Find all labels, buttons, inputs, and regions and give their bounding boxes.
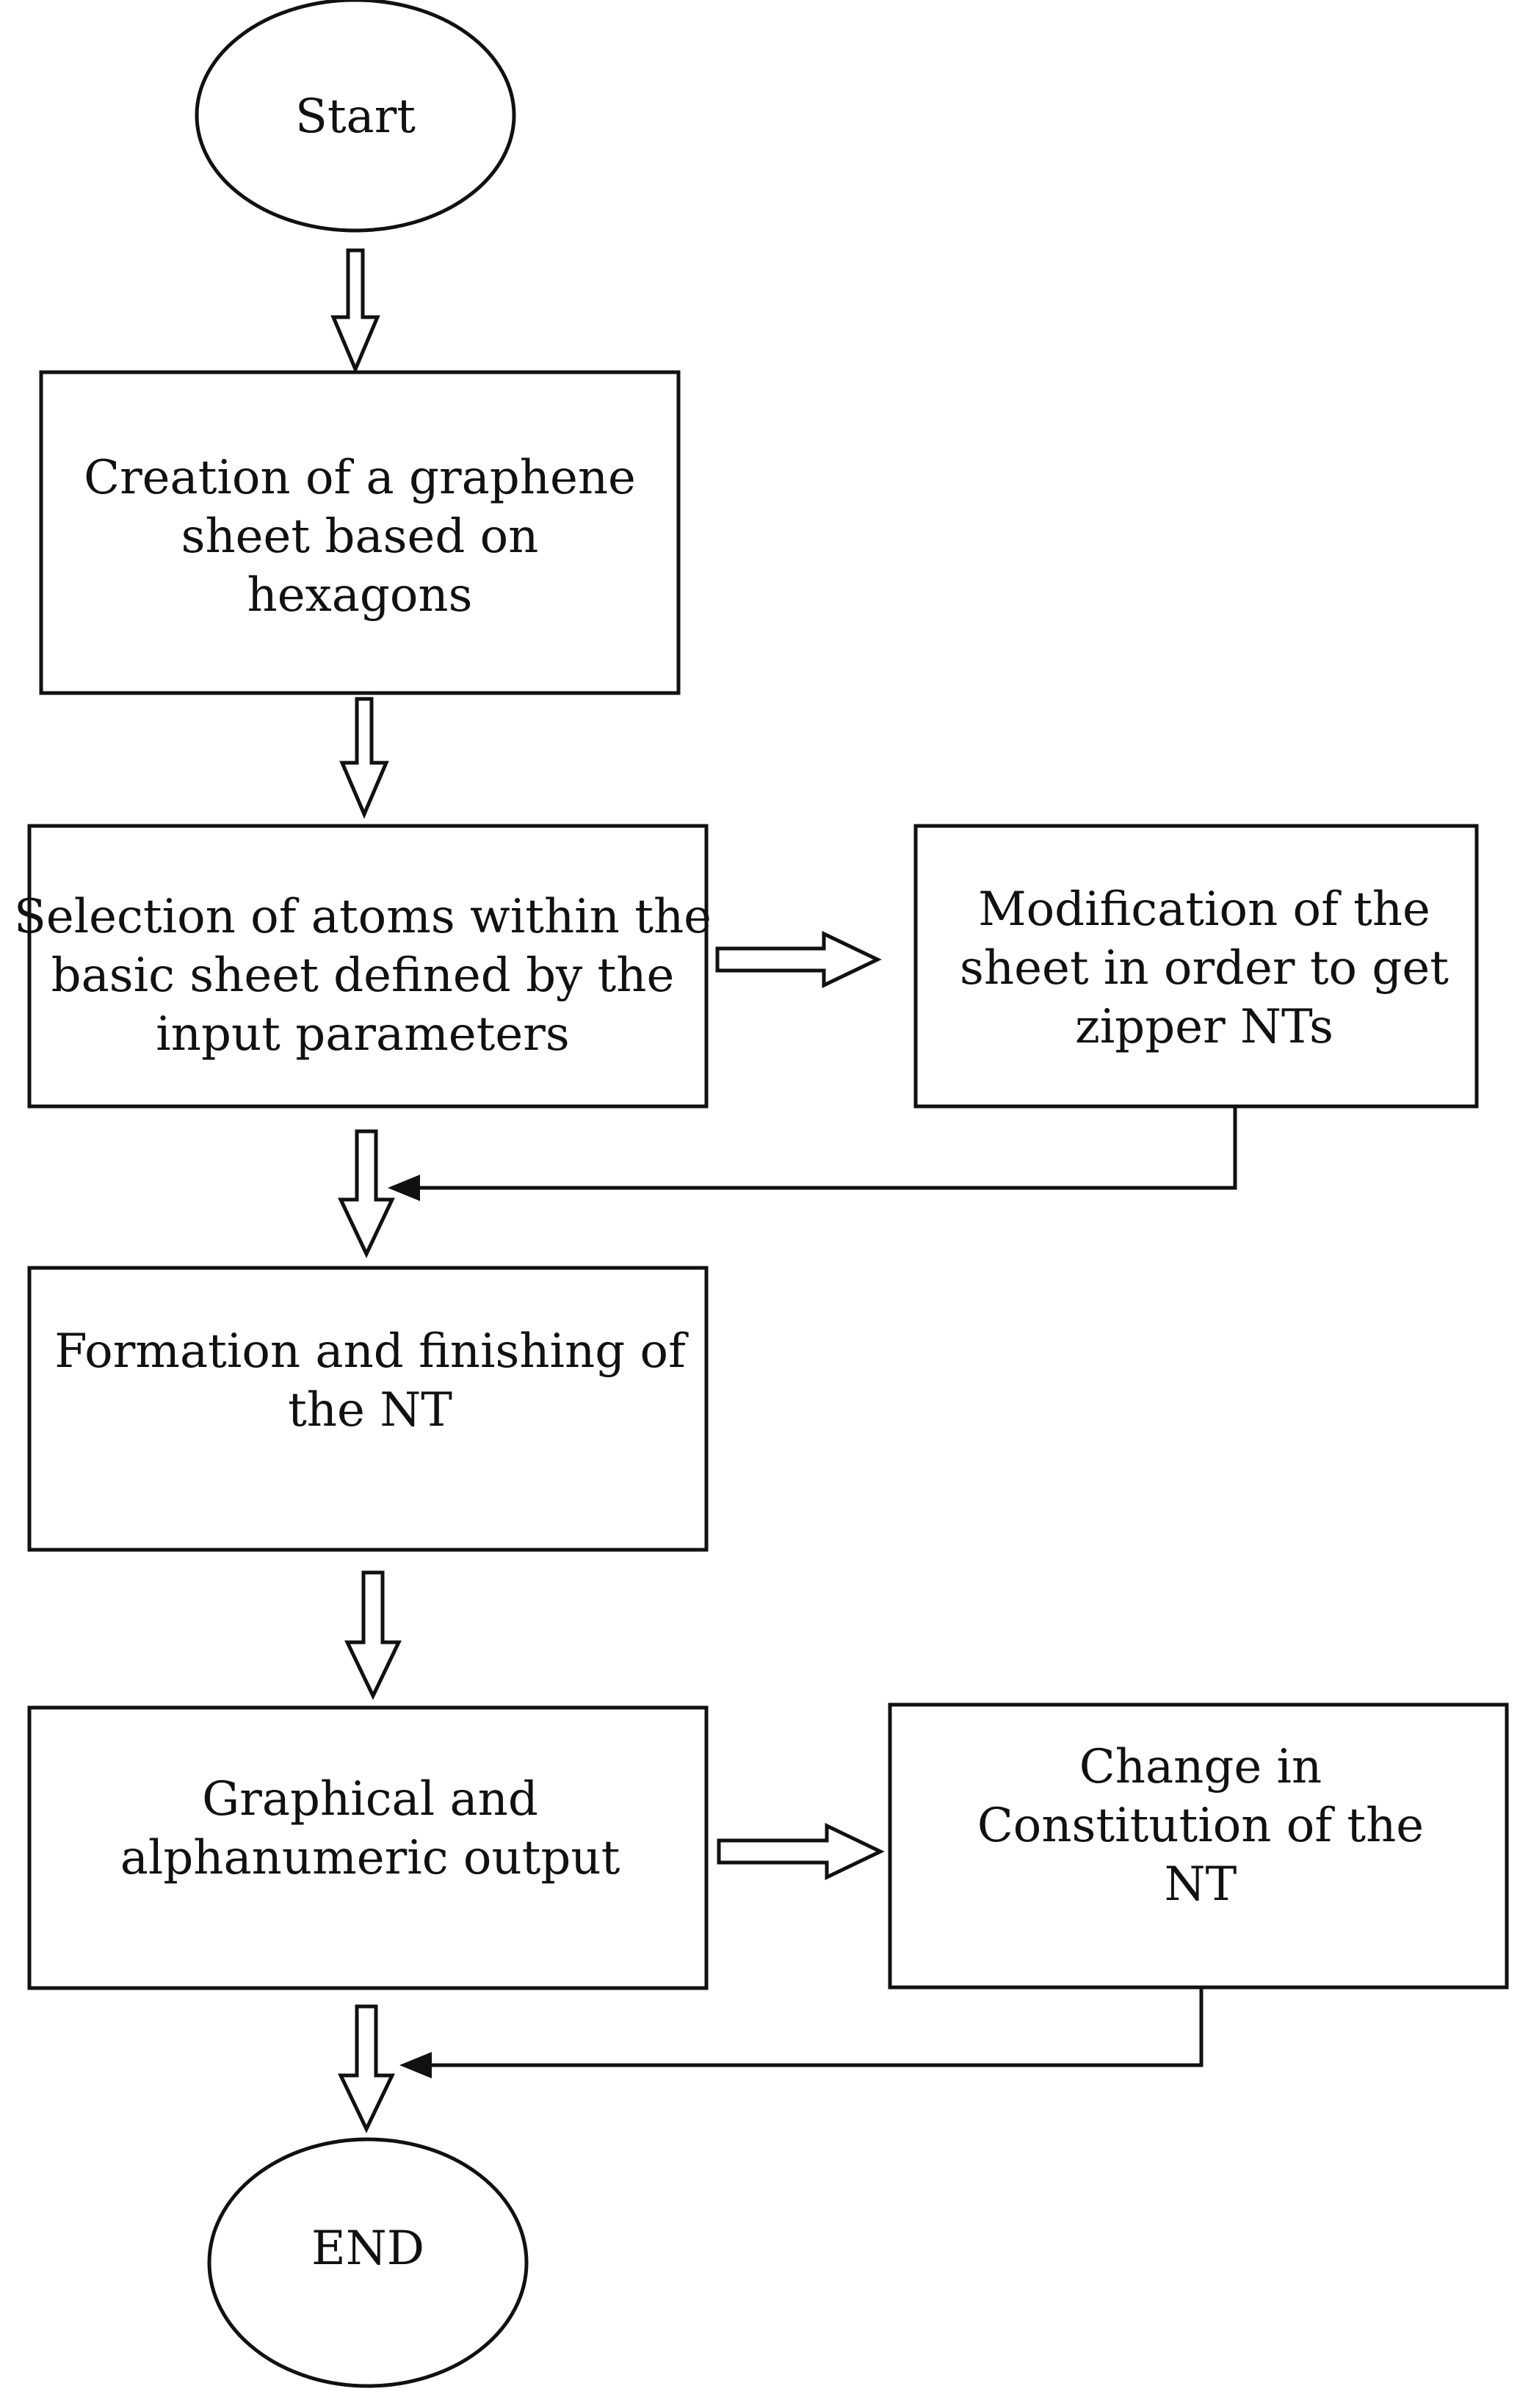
- arrow-output-to-change: [717, 1823, 885, 1880]
- feedback-modification-to-main: [388, 1106, 1237, 1201]
- feedback-arrowhead-1: [388, 1175, 420, 1201]
- selection-line-3: input parameters: [156, 1007, 569, 1062]
- output-line-2: alphanumeric output: [120, 1831, 620, 1885]
- selection-line-2: basic sheet defined by the: [51, 949, 675, 1003]
- formation-box: [27, 1266, 709, 1552]
- arrow-selection-to-formation: [338, 1129, 395, 1258]
- change-box: [888, 1702, 1509, 1990]
- formation-line-1: Formation and finishing of: [54, 1324, 689, 1379]
- node-output: Graphical and alphanumeric output: [27, 1705, 709, 1990]
- node-creation: Creation of a graphene sheet based on he…: [39, 370, 681, 695]
- change-line-1: Change in: [1079, 1740, 1322, 1794]
- selection-box: [27, 824, 709, 1109]
- arrow-formation-to-output: [344, 1570, 402, 1700]
- arrow-start-to-creation: [330, 248, 380, 374]
- change-line-3: NT: [1165, 1857, 1237, 1912]
- feedback-arrowhead-2: [399, 2052, 432, 2078]
- feedback-line-2: [430, 1987, 1204, 2067]
- arrow-creation-to-selection: [339, 697, 389, 819]
- output-box: [27, 1705, 709, 1990]
- node-change: Change in Constitution of the NT: [888, 1702, 1509, 1990]
- node-start: Start: [195, 0, 516, 233]
- end-ellipse: [207, 2137, 529, 2388]
- feedback-line-1: [419, 1106, 1237, 1190]
- node-formation: Formation and finishing of the NT: [27, 1266, 709, 1552]
- creation-box: [39, 370, 681, 695]
- modification-line-1: Modification of the: [978, 882, 1430, 937]
- change-line-2: Constitution of the: [977, 1799, 1424, 1853]
- modification-line-2: sheet in order to get: [960, 941, 1449, 996]
- start-label: Start: [295, 90, 416, 144]
- end-label: END: [311, 2222, 424, 2276]
- feedback-change-to-main: [399, 1987, 1204, 2078]
- creation-line-3: hexagons: [247, 568, 473, 623]
- modification-box: [913, 824, 1479, 1109]
- output-line-1: Graphical and: [202, 1772, 538, 1827]
- node-end: END: [207, 2137, 529, 2388]
- creation-line-2: sheet based on: [181, 509, 539, 564]
- arrow-output-to-end: [338, 2004, 395, 2133]
- selection-line-1: Selection of atoms within the: [14, 890, 712, 944]
- node-modification: Modification of the sheet in order to ge…: [913, 824, 1479, 1109]
- creation-line-1: Creation of a graphene: [84, 451, 636, 505]
- formation-line-2: the NT: [288, 1383, 452, 1437]
- start-ellipse: [195, 0, 516, 233]
- node-selection: Selection of atoms within the basic shee…: [14, 824, 712, 1109]
- arrow-selection-to-modification: [715, 931, 882, 988]
- modification-line-3: zipper NTs: [1075, 1000, 1333, 1054]
